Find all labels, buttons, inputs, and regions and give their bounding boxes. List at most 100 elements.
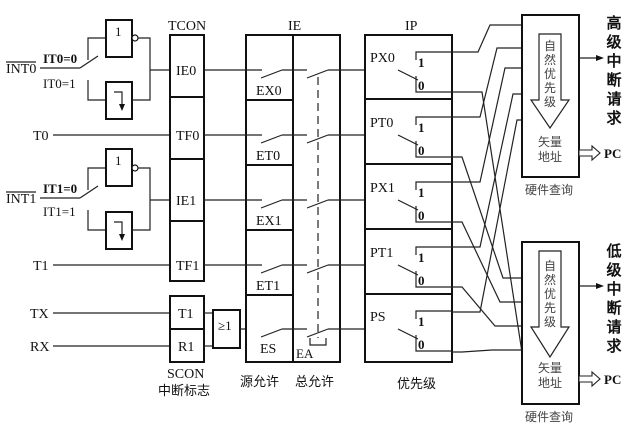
- inverter-bubble: [131, 164, 139, 172]
- tcon-tf1: [169, 220, 205, 282]
- ea-switch: [306, 134, 329, 144]
- ea-label: EA: [296, 346, 314, 361]
- it1-switch: [79, 185, 99, 199]
- es-switch: [260, 328, 283, 338]
- natural-priority-char: 优: [544, 67, 556, 81]
- scon-cell-label: T1: [178, 307, 194, 322]
- ip-row-pt0: PT0 1 0: [370, 116, 452, 158]
- hw-query-high: 自 然 优 先 级 矢量 地址 硬件查询 PC 高 级 中 断 请 求: [521, 14, 622, 197]
- pc-label: PC: [604, 372, 621, 387]
- it1-1-label: IT1=1: [43, 204, 76, 219]
- tx-label: TX: [30, 307, 49, 322]
- priority-switch: [397, 69, 419, 81]
- tcon-register: TCON IE0 TF0 IE1 TF1: [168, 19, 206, 282]
- not-gate-label: 1: [115, 24, 122, 39]
- t0-input: T0: [33, 129, 170, 144]
- natural-priority-char-1: 自: [544, 39, 556, 53]
- priority-arrow-icon: [529, 33, 571, 130]
- tcon-ie1: [169, 158, 205, 222]
- ie-row-et1: ET1: [204, 264, 398, 294]
- t1-input: T1: [33, 259, 170, 274]
- priority-high-contact: 1: [418, 120, 425, 135]
- tcon-cell-label: TF1: [176, 259, 199, 274]
- t0-label: T0: [33, 129, 49, 144]
- int1-input: INT1 IT1=0 IT1=1 1: [6, 148, 170, 250]
- ie-source-label: ET1: [256, 279, 280, 294]
- vector-label: 矢量: [538, 361, 562, 375]
- rx-label: RX: [30, 340, 49, 355]
- pc-arrow-icon: [578, 144, 601, 162]
- falling-edge-icon: [114, 221, 123, 238]
- et0-switch: [260, 134, 283, 144]
- natural-priority-char: 级: [544, 95, 556, 109]
- priority-low-contact: 0: [418, 337, 425, 352]
- arrow-right-icon: [596, 283, 604, 289]
- ip-row-px1: PX1 1 0: [370, 181, 452, 223]
- int1-label: INT1: [6, 192, 36, 207]
- ip-title: IP: [405, 19, 418, 34]
- ip-bit-label: PT1: [370, 246, 393, 261]
- ex1-switch: [260, 199, 283, 209]
- low-request-char: 请: [606, 318, 621, 336]
- priority-arrow-icon: [529, 250, 571, 359]
- ea-switch: [306, 328, 329, 338]
- hw-query-caption: 硬件查询: [525, 183, 573, 197]
- ip-register: IP 优先级: [364, 19, 453, 392]
- high-request-char: 请: [606, 90, 621, 108]
- tcon-cell-label: TF0: [176, 129, 199, 144]
- tcon-cell-label: IE0: [176, 64, 196, 79]
- priority-low-contact: 0: [418, 78, 425, 93]
- natural-priority-char: 优: [544, 287, 556, 301]
- or-gate-label: ≥1: [218, 318, 232, 333]
- it1-0-label: IT1=0: [43, 181, 77, 196]
- edge-detector-int1: [105, 211, 133, 250]
- priority-high-contact: 1: [418, 314, 425, 329]
- scon-subtitle: 中断标志: [158, 384, 210, 399]
- ie-source-label: EX1: [256, 214, 282, 229]
- ie-caption-global: 总允许: [295, 374, 334, 390]
- address-label: 地址: [538, 376, 562, 390]
- natural-priority-char: 级: [544, 315, 556, 329]
- not-gate-int1: [105, 148, 133, 187]
- ie-source-label: ES: [260, 342, 276, 357]
- low-request-char: 低: [605, 242, 621, 260]
- ea-switch: [306, 69, 329, 79]
- tcon-tf0: [169, 96, 205, 160]
- priority-low-contact: 0: [418, 143, 425, 158]
- pc-label: PC: [604, 146, 621, 161]
- pc-arrow-icon: [578, 370, 601, 388]
- vector-label: 矢量: [538, 135, 562, 149]
- high-request-char: 求: [606, 109, 622, 127]
- t1-label: T1: [33, 259, 49, 274]
- ie-caption-source: 源允许: [240, 374, 279, 390]
- ip-bit-label: PX1: [370, 181, 395, 196]
- natural-priority-char: 自: [544, 259, 556, 273]
- tcon-title: TCON: [168, 19, 206, 34]
- natural-priority-char: 先: [544, 301, 556, 315]
- serial-inputs: TX RX: [30, 307, 170, 355]
- falling-edge-icon: [114, 91, 123, 108]
- int0-label: INT0: [6, 62, 36, 77]
- priority-high-contact: 1: [418, 185, 425, 200]
- priority-routing-wires: [452, 24, 526, 373]
- it0-switch: [79, 55, 99, 69]
- priority-low-contact: 0: [418, 273, 425, 288]
- natural-priority-char: 然: [544, 52, 556, 67]
- scon-title: SCON: [167, 367, 204, 382]
- ip-bit-label: PT0: [370, 116, 393, 131]
- it0-1-label: IT0=1: [43, 76, 76, 91]
- scon-cell-label: R1: [178, 340, 194, 355]
- arrow-right-icon: [596, 55, 604, 61]
- high-request-char: 高: [606, 14, 621, 32]
- priority-low-contact: 0: [418, 208, 425, 223]
- ea-switch: [306, 264, 329, 274]
- natural-priority-char: 然: [544, 272, 556, 287]
- hw-query-low: 自 然 优 先 级 矢量 地址 硬件查询 PC 低 级 中 断 请 求: [521, 241, 622, 424]
- natural-priority-char: 先: [544, 81, 556, 95]
- int0-input: INT0 IT0=0 IT0=1 1: [6, 19, 170, 120]
- ie-row-ex0: EX0: [204, 69, 398, 99]
- ie-register: IE EA 源允许 总允许: [240, 19, 341, 390]
- ie-title: IE: [288, 19, 301, 34]
